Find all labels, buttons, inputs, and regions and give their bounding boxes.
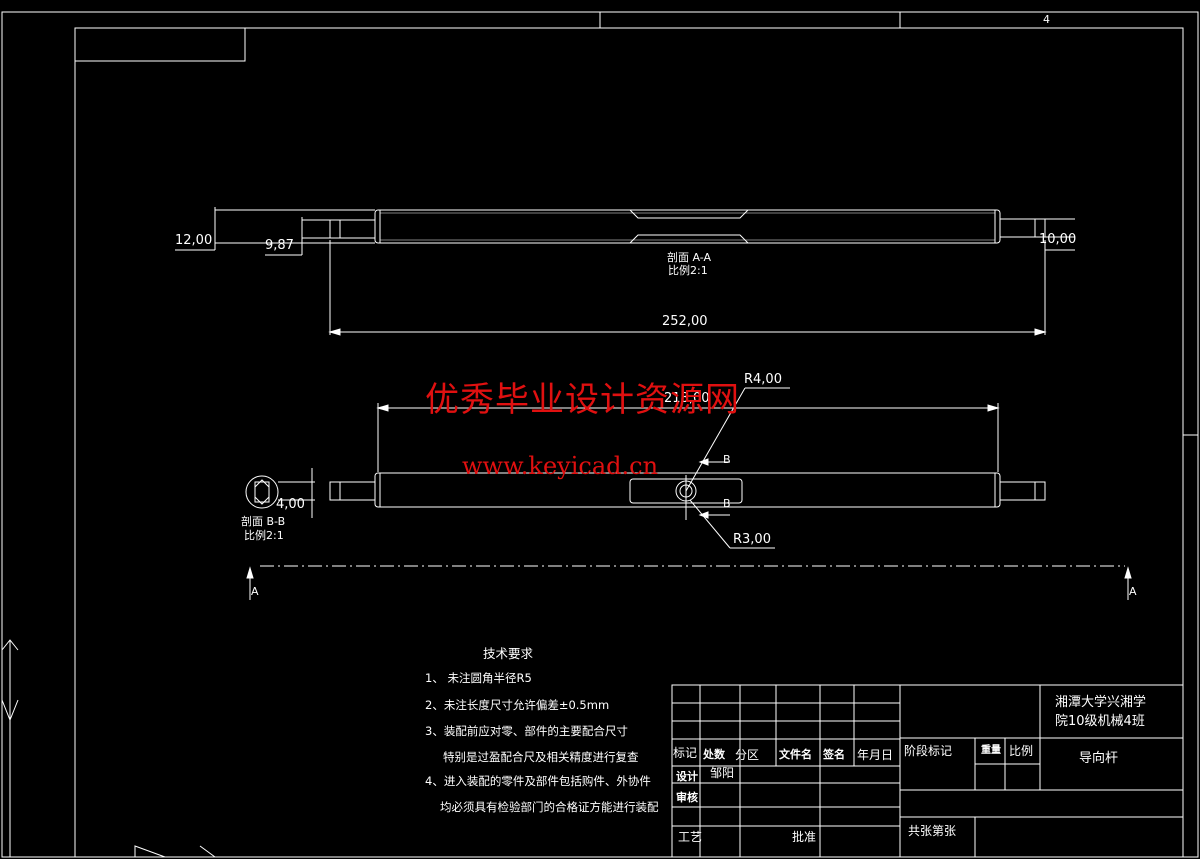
- watermark-url: www.keyicad.cn: [462, 452, 659, 480]
- corner-box: [74, 27, 246, 62]
- col-count: 处数: [703, 748, 725, 761]
- tech-req-item-6: 均必须具有检验部门的合格证方能进行装配: [440, 800, 659, 814]
- col-zone: 分区: [735, 748, 760, 762]
- cut-plane-label-right: A: [1129, 585, 1137, 598]
- section-bb-label: 剖面 B-B: [241, 515, 286, 528]
- scale-label: 比例: [1009, 744, 1034, 758]
- section-bb-view: [245, 468, 315, 518]
- col-docno: 文件名: [779, 748, 812, 761]
- school-line-2: 院10级机械4班: [1055, 714, 1145, 729]
- main-view-shaft: [329, 387, 1046, 549]
- tech-req-item-4: 特别是过盈配合尺及相关精度进行复查: [443, 750, 639, 764]
- stage-mark: 阶段标记: [904, 744, 953, 758]
- design-label: 设计: [676, 770, 698, 783]
- cut-plane-line: [246, 565, 1132, 600]
- weight-label: 重量: [981, 745, 1001, 756]
- section-aa-dimensions: [175, 207, 1075, 336]
- sheet-number: 4: [1043, 13, 1050, 26]
- tech-req-item-1: 1、 未注圆角半径R5: [425, 671, 532, 685]
- process-label: 工艺: [678, 830, 703, 844]
- section-aa-scale: 比例2:1: [668, 264, 708, 277]
- dim-total-length: 252,00: [662, 314, 708, 329]
- dim-right-diameter: 10,00: [1039, 232, 1077, 247]
- section-aa-label: 剖面 A-A: [667, 251, 712, 264]
- section-marker-bottom: B: [723, 497, 731, 510]
- tech-req-item-3: 3、装配前应对零、部件的主要配合尺寸: [425, 724, 628, 738]
- section-aa-shaft: [329, 209, 1046, 244]
- tech-req-item-2: 2、未注长度尺寸允许偏差±0.5mm: [425, 698, 610, 712]
- cut-plane-label-left: A: [251, 585, 259, 598]
- dim-radius-bottom: R3,00: [733, 532, 771, 547]
- part-name: 导向杆: [1079, 751, 1119, 766]
- dim-inner-length: 218,00: [664, 391, 710, 406]
- inner-frame: [74, 27, 1184, 858]
- dim-step-diameter: 9,87: [265, 238, 294, 253]
- col-mark: 标记: [673, 746, 698, 760]
- sheets-label: 共张第张: [908, 824, 957, 838]
- tech-req-title: 技术要求: [483, 646, 534, 661]
- section-bb-scale: 比例2:1: [244, 529, 284, 542]
- review-label: 审核: [676, 791, 698, 804]
- school-line-1: 湘潭大学兴湘学: [1055, 695, 1147, 710]
- col-sign: 签名: [823, 748, 845, 761]
- title-block-grid: [671, 684, 1184, 858]
- section-marker-top: B: [723, 453, 731, 466]
- col-date: 年月日: [857, 748, 894, 762]
- approve-label: 批准: [792, 830, 817, 844]
- dim-radius-top: R4,00: [744, 372, 782, 387]
- dim-section-height: 4,00: [276, 497, 305, 512]
- tech-req-item-5: 4、进入装配的零件及部件包括购件、外协件: [425, 774, 651, 788]
- dim-outer-diameter: 12,00: [175, 233, 213, 248]
- designer-name: 邹阳: [710, 766, 735, 780]
- watermark-title: 优秀毕业设计资源网: [425, 380, 740, 420]
